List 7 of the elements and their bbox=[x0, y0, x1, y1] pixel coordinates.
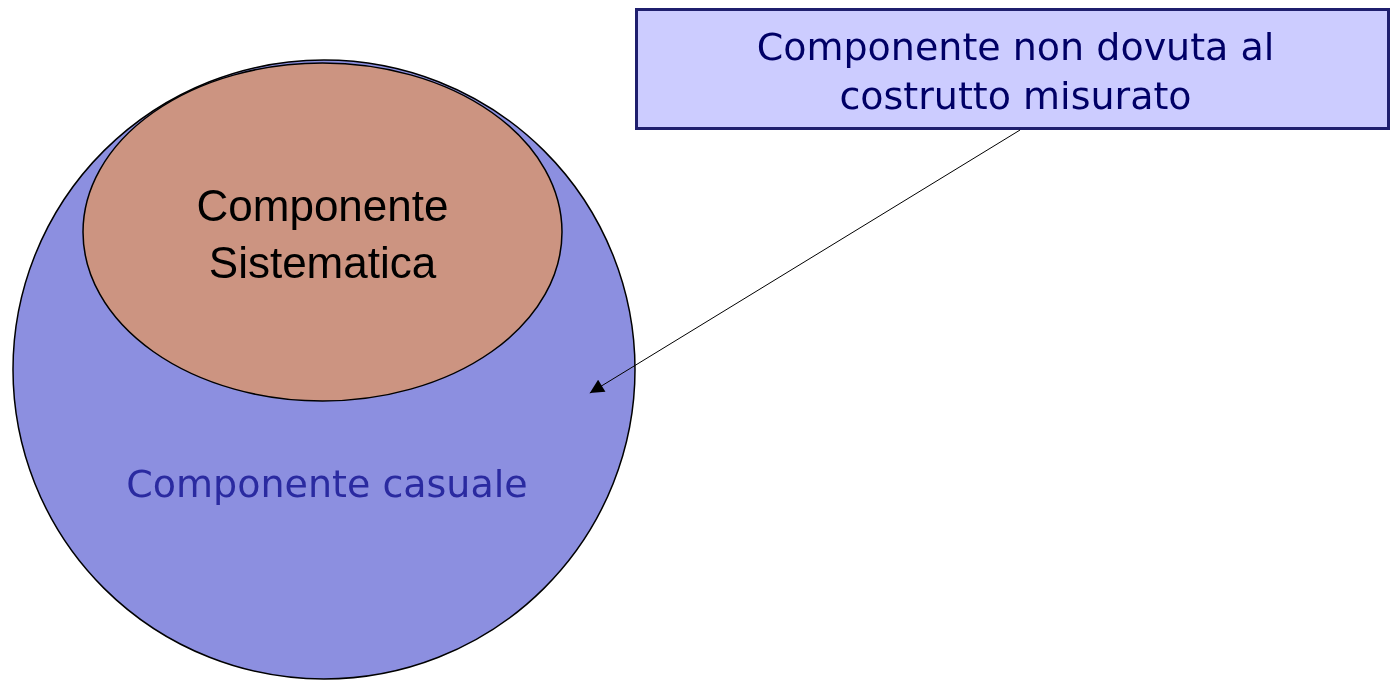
region-label: Componente Sistematica bbox=[195, 180, 450, 290]
callout-box bbox=[635, 8, 1390, 130]
ellipse-region bbox=[82, 62, 563, 402]
region-label: Componente casuale bbox=[125, 461, 529, 508]
callout-text: Componente non dovuta al costrutto misurato bbox=[755, 24, 1276, 121]
circle-region bbox=[12, 59, 636, 680]
leader-arrow bbox=[589, 129, 1021, 394]
